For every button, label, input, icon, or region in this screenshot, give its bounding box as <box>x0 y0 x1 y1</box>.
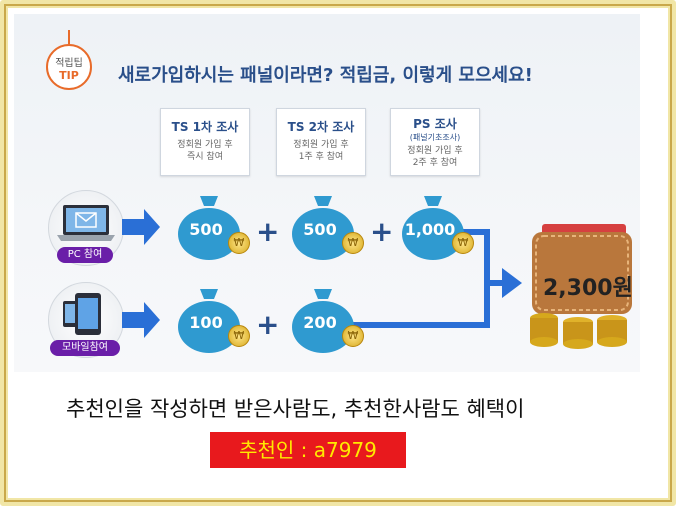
money-bag-icon <box>178 196 240 260</box>
caption: 추천인을 작성하면 받은사람도, 추천한사람도 혜택이 <box>66 397 525 421</box>
won-coin-icon: ₩ <box>342 232 364 254</box>
survey-title: PS 조사 <box>413 117 457 131</box>
won-coin-icon: ₩ <box>228 325 250 347</box>
plus-sign: + <box>370 215 394 248</box>
tip-badge-line1: 적립팁 <box>55 58 83 69</box>
survey-title: TS 2차 조사 <box>287 120 355 134</box>
survey-desc: 정회원 가입 후 2주 후 참여 <box>391 145 479 169</box>
money-bag-icon <box>292 196 354 260</box>
wallet-icon <box>530 224 632 349</box>
survey-desc-line1: 정회원 가입 후 <box>177 140 233 150</box>
pc-amount-1: 500 <box>189 220 223 239</box>
survey-desc-line2: 즉시 참여 <box>187 152 223 162</box>
won-coin-icon: ₩ <box>228 232 250 254</box>
coin-stacks-icon <box>530 313 627 349</box>
survey-desc-line1: 정회원 가입 후 <box>407 146 463 156</box>
won-coin-icon: ₩ <box>452 232 474 254</box>
mobile-amount-2: 200 <box>303 313 337 332</box>
survey-title: TS 1차 조사 <box>171 120 239 134</box>
total-amount: 2,300원 <box>543 276 633 301</box>
tip-pin <box>68 30 70 44</box>
referral-code: 추천인 : a7979 <box>210 432 406 468</box>
won-coin-icon: ₩ <box>342 325 364 347</box>
mobile-amount-1: 100 <box>189 313 223 332</box>
survey-card-ts1: TS 1차 조사 정회원 가입 후 즉시 참여 <box>160 108 250 176</box>
survey-desc-line2: 2주 후 참여 <box>412 158 458 168</box>
survey-card-ps: PS 조사 (패널기초조사) 정회원 가입 후 2주 후 참여 <box>390 108 480 176</box>
smartphone-icon <box>63 293 101 335</box>
survey-desc: 정회원 가입 후 1주 후 참여 <box>277 139 365 163</box>
pc-amount-2: 500 <box>303 220 337 239</box>
mobile-label: 모바일참여 <box>50 340 120 356</box>
survey-subtitle: (패널기초조사) <box>409 133 461 142</box>
money-bag-icon <box>292 289 354 353</box>
survey-desc-line1: 정회원 가입 후 <box>293 140 349 150</box>
survey-desc: 정회원 가입 후 즉시 참여 <box>161 139 249 163</box>
money-bag-icon <box>402 196 464 260</box>
pc-amount-3: 1,000 <box>404 220 456 239</box>
survey-desc-line2: 1주 후 참여 <box>298 152 344 162</box>
plus-sign: + <box>256 308 280 341</box>
pc-label: PC 참여 <box>57 247 113 263</box>
tip-badge-line2: TIP <box>59 69 79 82</box>
survey-card-ts2: TS 2차 조사 정회원 가입 후 1주 후 참여 <box>276 108 366 176</box>
plus-sign: + <box>256 215 280 248</box>
envelope-laptop-icon <box>57 205 115 241</box>
tip-badge: 적립팁 TIP <box>46 44 92 90</box>
headline: 새로가입하시는 패널이라면? 적립금, 이렇게 모으세요! <box>118 65 533 86</box>
money-bag-icon <box>178 289 240 353</box>
